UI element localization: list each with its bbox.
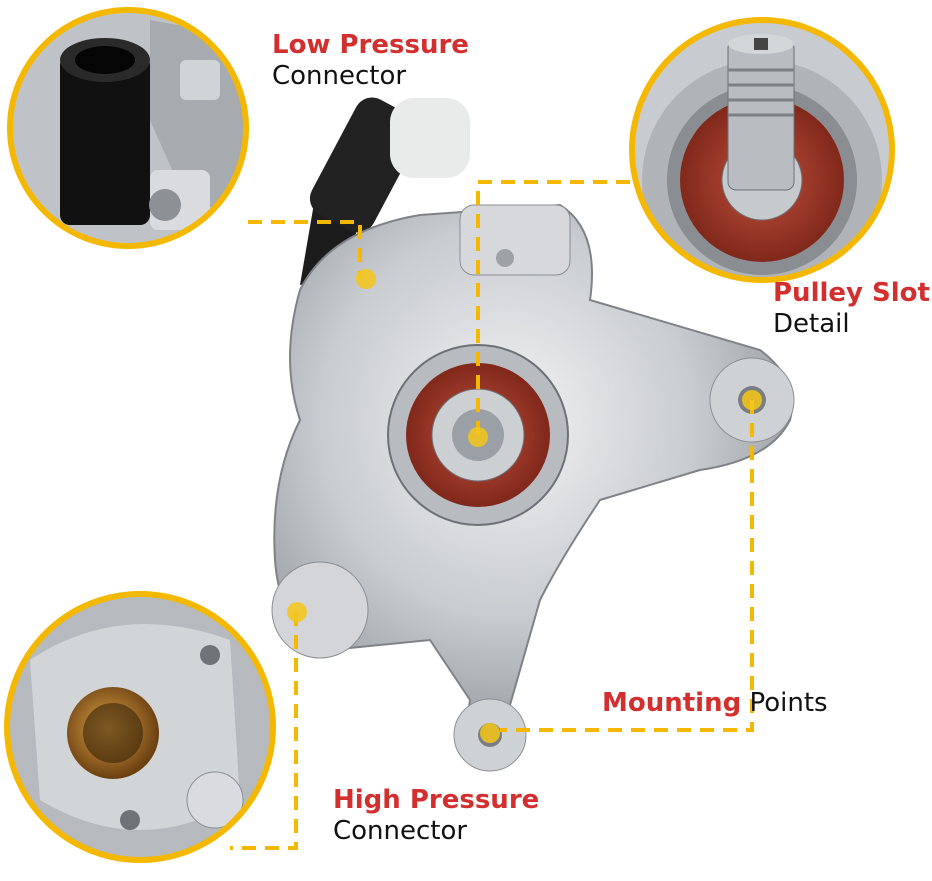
high-pressure-subtitle: Connector <box>333 816 468 847</box>
low-pressure-subtitle: Connector <box>272 61 407 92</box>
marker-low-pressure <box>356 269 376 289</box>
marker-mount-bottom <box>480 723 500 743</box>
pulley-slot-subtitle: Detail <box>773 309 850 340</box>
marker-pulley <box>468 427 488 447</box>
mounting-subtitle: Points <box>741 688 828 718</box>
high-pressure-inset-icon <box>4 591 276 863</box>
power-steering-pump-icon <box>271 97 795 772</box>
callout-lines <box>230 180 754 850</box>
pulley-inset-icon <box>629 17 895 283</box>
high-pressure-title: High Pressure <box>333 785 540 815</box>
mounting-points-label: Mounting Points <box>602 688 828 719</box>
mounting-title: Mounting <box>602 688 742 718</box>
low-pressure-inset-icon <box>7 7 249 249</box>
pulley-slot-title: Pulley Slot <box>773 278 930 308</box>
marker-high-pressure <box>287 602 307 622</box>
low-pressure-title: Low Pressure <box>272 30 469 60</box>
low-pressure-label: Low Pressure Connector <box>272 30 469 92</box>
high-pressure-label: High Pressure Connector <box>333 785 539 847</box>
marker-mount-right <box>742 390 762 410</box>
marker-dots <box>287 269 762 743</box>
pulley-slot-label: Pulley Slot Detail <box>773 278 930 340</box>
